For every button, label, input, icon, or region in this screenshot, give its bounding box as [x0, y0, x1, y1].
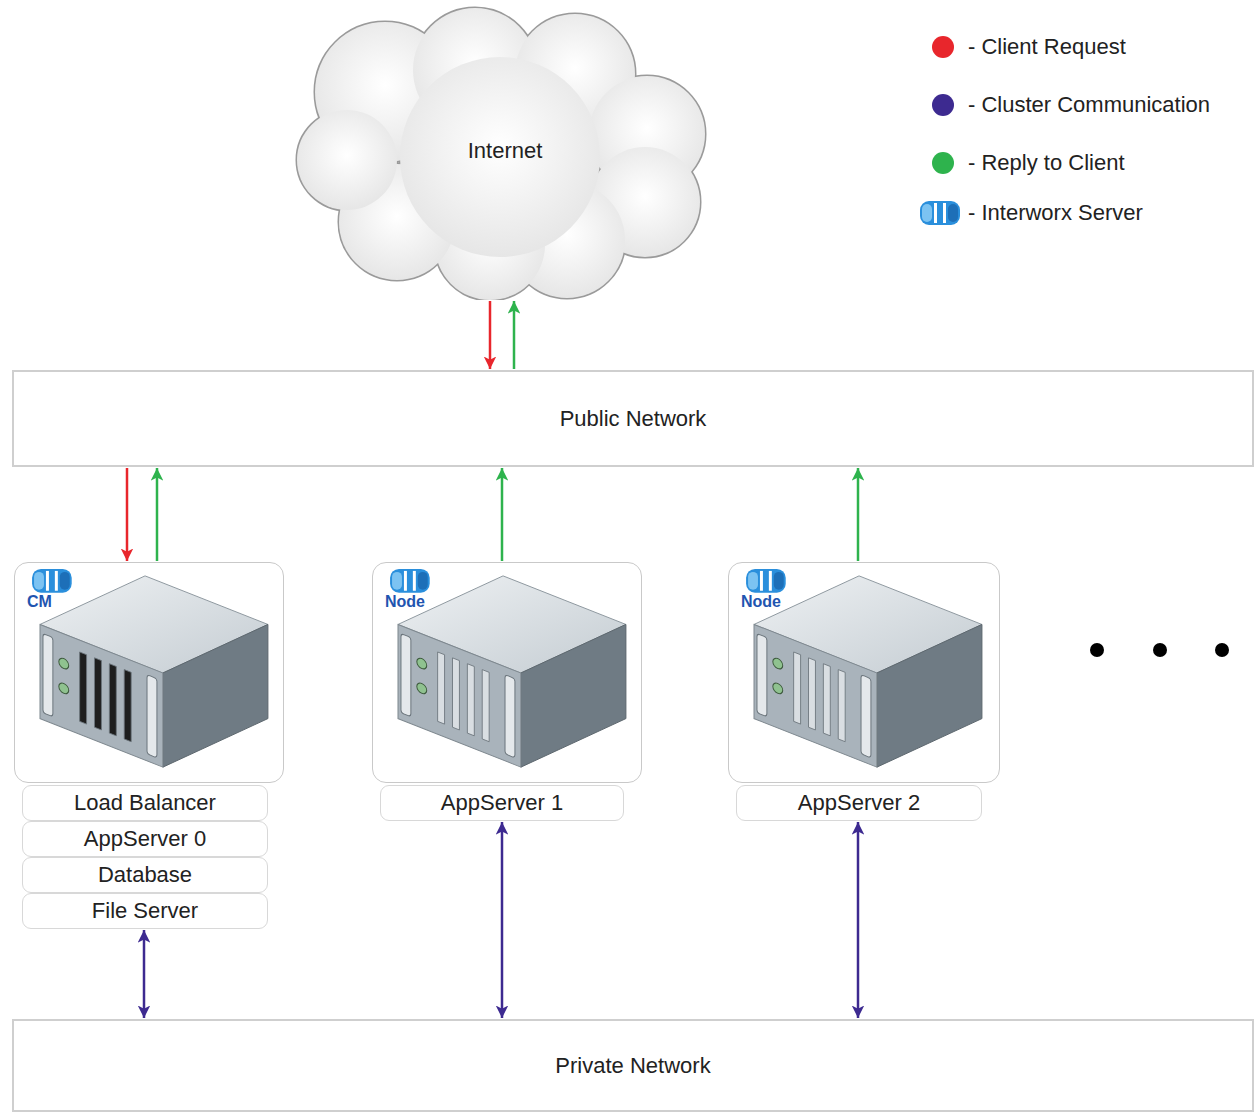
node-label: File Server — [92, 898, 198, 924]
legend-text: - Interworx Server — [968, 200, 1143, 226]
internet-cloud: Internet — [285, 2, 725, 300]
server-box: CM — [14, 562, 284, 783]
legend-entry: - Cluster Communication — [932, 89, 1210, 121]
network-band: Public Network — [12, 370, 1254, 467]
node-label: Public Network — [560, 406, 707, 432]
role-plate: Load Balancer — [22, 785, 268, 821]
connector-arrow — [513, 301, 516, 369]
connector-arrow — [501, 468, 504, 561]
node-label: AppServer 1 — [441, 790, 563, 816]
node-label: Node — [741, 593, 999, 611]
legend-swatch — [932, 152, 954, 174]
role-plate: AppServer 1 — [380, 785, 624, 821]
legend-entry: - Client Request — [932, 31, 1126, 63]
role-plate: Database — [22, 857, 268, 893]
legend-swatch — [932, 36, 954, 58]
node-label: Load Balancer — [74, 790, 216, 816]
node-label: AppServer 0 — [84, 826, 206, 852]
legend-entry: - Reply to Client — [932, 147, 1125, 179]
connector-arrow — [126, 468, 129, 561]
node-label: Internet — [468, 138, 543, 164]
legend-text: - Client Request — [968, 34, 1126, 60]
ellipsis-dots — [1090, 643, 1229, 657]
node-label: Private Network — [555, 1053, 710, 1079]
legend-text: - Cluster Communication — [968, 92, 1210, 118]
node-label: Database — [98, 862, 192, 888]
role-plate: AppServer 0 — [22, 821, 268, 857]
server-illustration — [15, 563, 283, 782]
network-band: Private Network — [12, 1019, 1254, 1112]
connector-arrow — [143, 930, 146, 1018]
legend-icon — [918, 201, 962, 225]
legend-swatch — [932, 94, 954, 116]
connector-arrow — [857, 468, 860, 561]
role-plate: AppServer 2 — [736, 785, 982, 821]
legend-entry: - Interworx Server — [918, 197, 1143, 229]
server-box: Node — [728, 562, 1000, 783]
connector-arrow — [501, 822, 504, 1018]
connector-arrow — [857, 822, 860, 1018]
role-plate: File Server — [22, 893, 268, 929]
server-box: Node — [372, 562, 642, 783]
connector-arrow — [489, 301, 492, 369]
connector-arrow — [156, 468, 159, 561]
node-label: Node — [385, 593, 641, 611]
node-label: AppServer 2 — [798, 790, 920, 816]
legend-text: - Reply to Client — [968, 150, 1125, 176]
node-label: CM — [27, 593, 283, 611]
